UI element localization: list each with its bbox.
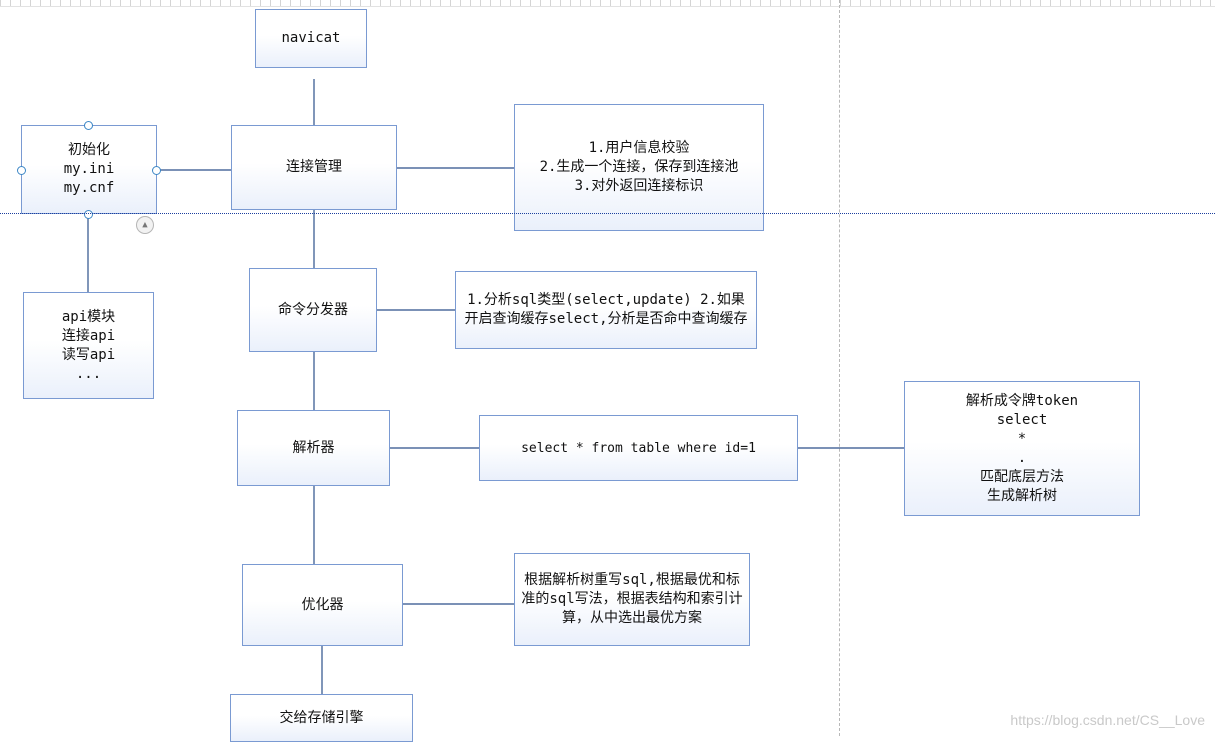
page-break-guide-vertical [839,0,840,736]
navicat-node[interactable]: navicat [255,9,367,68]
connection-notes-node[interactable]: 1.用户信息校验 2.生成一个连接，保存到连接池 3.对外返回连接标识 [514,104,764,231]
dispatcher-notes-node[interactable]: 1.分析sql类型(select,update) 2.如果开启查询缓存selec… [455,271,757,349]
connection-manager-node[interactable]: 连接管理 [231,125,397,210]
parser-node[interactable]: 解析器 [237,410,390,486]
command-dispatcher-node[interactable]: 命令分发器 [249,268,377,352]
selection-handle-bottom[interactable] [84,210,93,219]
top-ruler [0,0,1215,7]
selection-handle-right[interactable] [152,166,161,175]
watermark: https://blog.csdn.net/CS__Love [1010,712,1205,728]
parse-tokens-node[interactable]: 解析成令牌token select * . 匹配底层方法 生成解析树 [904,381,1140,516]
storage-engine-node[interactable]: 交给存储引擎 [230,694,413,742]
triangle-up-icon[interactable]: ▲ [136,216,154,234]
sql-example-node[interactable]: select * from table where id=1 [479,415,798,481]
init-node[interactable]: 初始化 my.ini my.cnf [21,125,157,214]
selection-handle-left[interactable] [17,166,26,175]
selection-handle-top[interactable] [84,121,93,130]
optimizer-notes-node[interactable]: 根据解析树重写sql,根据最优和标准的sql写法，根据表结构和索引计算，从中选出… [514,553,750,646]
page-break-guide-horizontal [0,213,1215,214]
optimizer-node[interactable]: 优化器 [242,564,403,646]
api-module-node[interactable]: api模块 连接api 读写api ... [23,292,154,399]
